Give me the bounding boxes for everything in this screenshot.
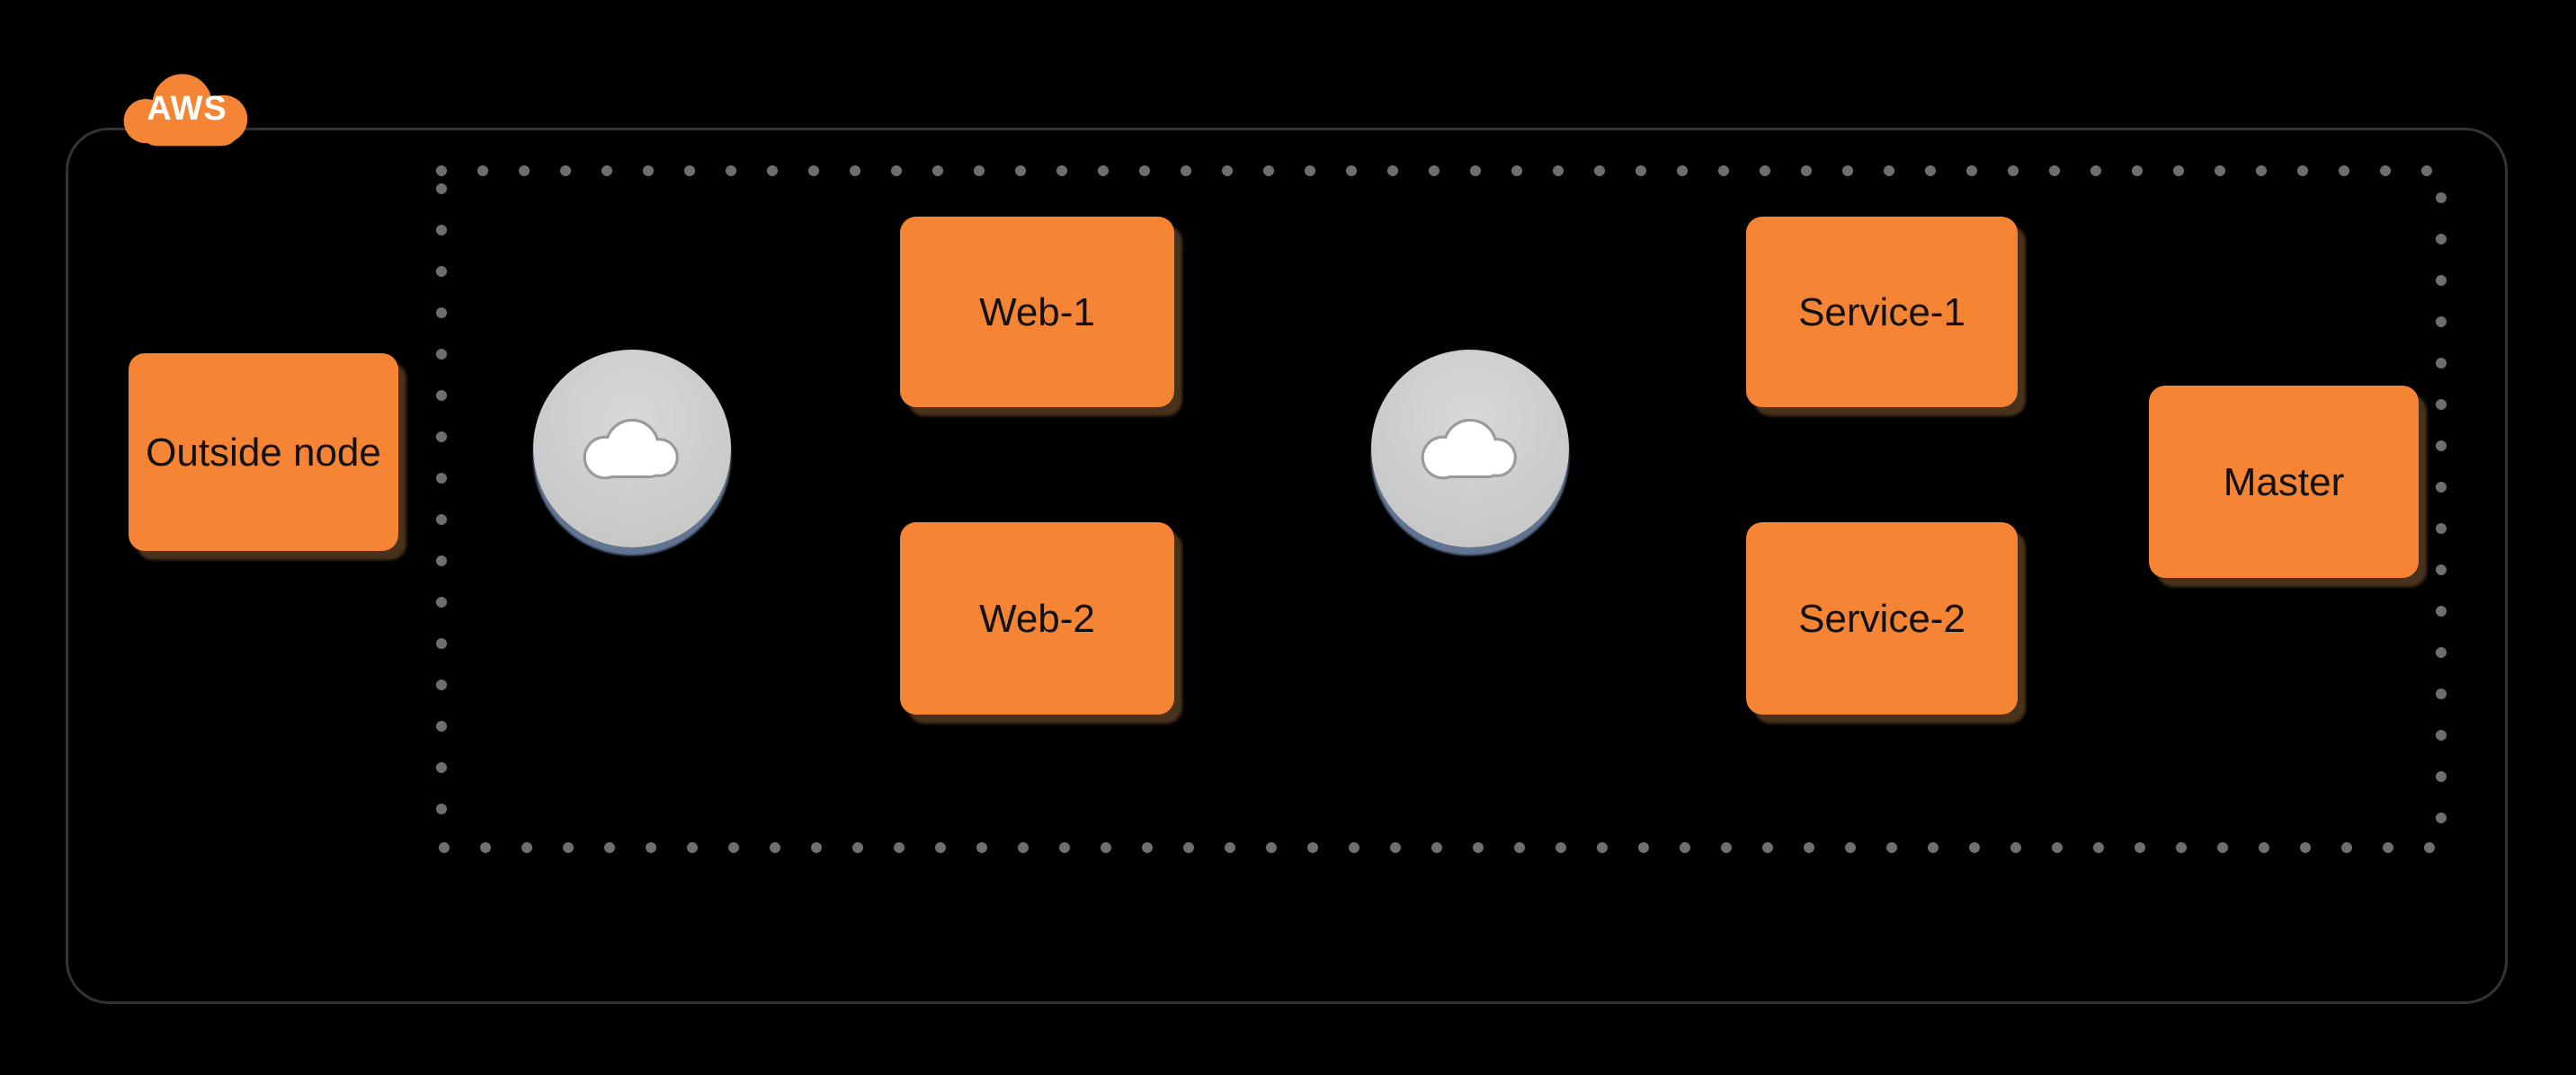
node-service-1-label: Service-1 bbox=[1798, 289, 1965, 334]
cloud-node-right bbox=[1371, 350, 1569, 547]
node-web-1: Web-1 bbox=[900, 217, 1174, 407]
aws-cloud-icon bbox=[123, 74, 248, 147]
node-outside-label: Outside node bbox=[146, 430, 381, 475]
cloud-node-left bbox=[533, 350, 731, 547]
cloud-icon bbox=[583, 418, 679, 480]
node-web-1-label: Web-1 bbox=[979, 289, 1095, 334]
cloud-icon bbox=[1421, 418, 1517, 480]
node-web-2-label: Web-2 bbox=[979, 596, 1095, 641]
node-master-label: Master bbox=[2223, 459, 2345, 504]
node-service-1: Service-1 bbox=[1746, 217, 2018, 407]
node-web-2: Web-2 bbox=[900, 522, 1174, 715]
aws-badge-label: AWS bbox=[147, 90, 227, 128]
aws-badge: AWS bbox=[115, 63, 259, 160]
aws-boundary bbox=[66, 128, 2508, 1004]
node-service-2-label: Service-2 bbox=[1798, 596, 1965, 641]
dotted-region-boundary bbox=[436, 165, 2447, 853]
node-service-2: Service-2 bbox=[1746, 522, 2018, 715]
node-master: Master bbox=[2149, 386, 2419, 578]
node-outside: Outside node bbox=[129, 353, 398, 551]
